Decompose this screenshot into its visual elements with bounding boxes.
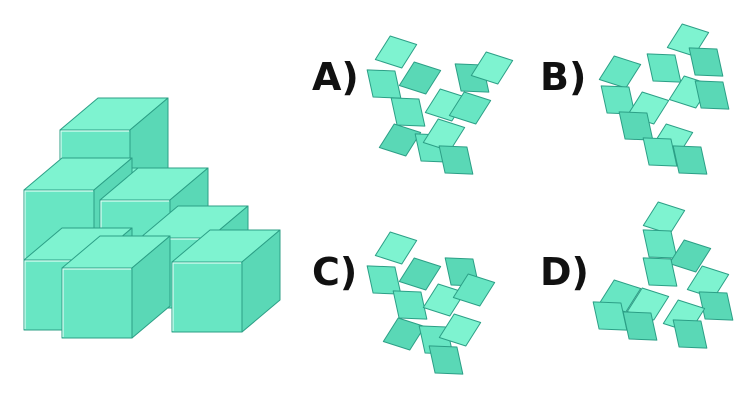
rhombus-tile <box>428 345 464 375</box>
rhombus-tile <box>448 91 492 125</box>
rhombus-tile <box>672 319 708 349</box>
cube-highlight <box>24 190 93 259</box>
option-a-figure[interactable] <box>366 35 514 175</box>
cube-highlight <box>62 268 131 337</box>
rhombus-tile <box>438 145 474 175</box>
rhombus-tile <box>378 123 422 157</box>
rhombus-tile <box>622 311 658 341</box>
cube-right-face <box>131 235 171 339</box>
rhombus-tile <box>598 55 642 89</box>
option-c-figure[interactable] <box>366 231 496 375</box>
option-d-figure[interactable] <box>592 201 734 349</box>
rhombus-tile <box>398 61 442 95</box>
rhombus-tile <box>642 201 686 235</box>
rhombus-tile <box>382 317 426 351</box>
rhombus-tile <box>646 53 682 83</box>
rhombus-tile <box>422 283 466 317</box>
rhombus-tile <box>592 301 628 331</box>
rhombus-tile <box>392 290 428 320</box>
rhombus-tile <box>688 47 724 77</box>
rhombus-tile <box>618 111 654 141</box>
rhombus-tile <box>452 273 496 307</box>
cube-right-face <box>241 229 281 333</box>
cube-front-face <box>61 267 133 339</box>
option-a-label[interactable]: A) <box>312 55 359 99</box>
rhombus-tile <box>668 239 712 273</box>
rhombus-tile <box>366 69 402 99</box>
cube-front-face <box>171 261 243 333</box>
rhombus-tile <box>698 291 734 321</box>
option-c-label[interactable]: C) <box>312 250 357 294</box>
rhombus-tile <box>642 137 678 167</box>
reference-cube-figure <box>23 97 281 339</box>
option-b-label[interactable]: B) <box>540 55 586 99</box>
rhombus-tile <box>390 97 426 127</box>
rhombus-tile <box>374 231 418 265</box>
rhombus-tile <box>642 257 678 287</box>
rhombus-tile <box>398 257 442 291</box>
rhombus-tile <box>366 265 402 295</box>
rhombus-tile <box>374 35 418 69</box>
rhombus-tile <box>470 51 514 85</box>
rhombus-tile <box>438 313 482 347</box>
cube-highlight <box>172 262 241 331</box>
rhombus-tile <box>694 80 730 110</box>
option-d-label[interactable]: D) <box>540 250 589 294</box>
rhombus-tile <box>600 85 636 115</box>
rhombus-tile <box>672 145 708 175</box>
rhombus-tile <box>642 229 678 259</box>
option-b-figure[interactable] <box>598 23 730 175</box>
